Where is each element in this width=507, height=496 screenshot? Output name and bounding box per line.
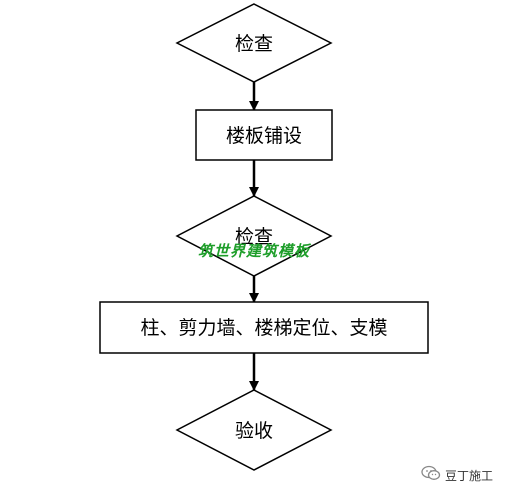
decision-inspect-2: 检查 [175,195,333,277]
process-formwork-label: 柱、剪力墙、楼梯定位、支模 [140,317,387,339]
brand-badge: 豆丁施工 [421,465,493,485]
decision-inspect-1-label: 检查 [235,33,273,55]
decision-inspect-2-label: 检查 [235,226,273,248]
process-formwork: 柱、剪力墙、楼梯定位、支模 [99,301,429,354]
process-floor-slab: 楼板铺设 [195,109,333,161]
process-floor-slab-label: 楼板铺设 [226,125,302,147]
watermark-text: 筑世界建筑模板 [198,242,312,260]
decision-accept-label: 验收 [235,420,273,442]
decision-accept: 验收 [175,389,333,471]
decision-inspect-1: 检查 [175,3,333,83]
brand-name: 豆丁施工 [445,468,494,483]
wechat-icon [421,465,441,485]
